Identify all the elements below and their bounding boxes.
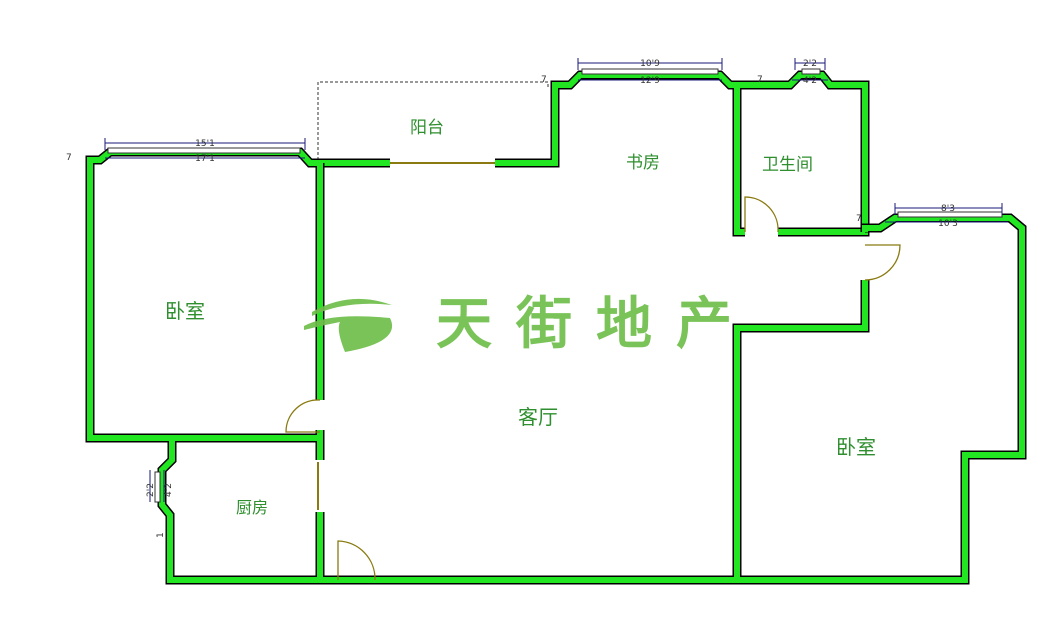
- dim-label: 8'3: [941, 204, 955, 214]
- room-labels: 卧室 阳台 书房 卫生间 客厅 卧室 厨房: [165, 118, 876, 517]
- dim-label: 2'2: [803, 59, 817, 69]
- dim-label: 10'3: [938, 219, 958, 229]
- dim-label: 4'2: [164, 483, 174, 497]
- room-label-bathroom: 卫生间: [762, 155, 813, 175]
- dim-label: 7: [541, 75, 547, 85]
- room-label-balcony: 阳台: [410, 118, 444, 138]
- balcony-outline: [317, 81, 549, 160]
- dim-label: 4'2: [803, 76, 817, 86]
- dim-label: 7: [757, 75, 763, 85]
- dim-label: 7: [856, 214, 862, 224]
- room-label-kitchen: 厨房: [236, 498, 268, 517]
- dim-label: 10'9: [640, 59, 660, 69]
- door-bathroom: [744, 196, 779, 233]
- door-bedroom-left: [285, 399, 321, 433]
- walls: [85, 70, 1027, 585]
- door-entry: [337, 540, 376, 581]
- dimension-labels: 15'1 17'1 10'9 12'9 2'2 4'2 8'3 10'3 2'2…: [66, 59, 958, 538]
- dim-label: 2'2: [146, 483, 156, 497]
- logo-text: 天街地产: [436, 292, 756, 357]
- logo-watermark: 天街地产: [304, 292, 756, 357]
- room-label-study: 书房: [626, 153, 660, 173]
- room-label-bedroom-right: 卧室: [836, 435, 876, 459]
- dim-label: 1: [156, 532, 166, 538]
- dim-label: 12'9: [640, 76, 660, 86]
- room-label-bedroom-left: 卧室: [165, 299, 205, 323]
- doors: [285, 162, 901, 581]
- door-bedroom-right: [864, 244, 901, 281]
- room-label-living-room: 客厅: [518, 405, 558, 429]
- dim-label: 7: [66, 153, 72, 163]
- dim-label: 15'1: [195, 139, 215, 149]
- logo-icon: [312, 298, 392, 316]
- dimension-lines: [104, 58, 1008, 502]
- dim-label: 17'1: [195, 154, 215, 164]
